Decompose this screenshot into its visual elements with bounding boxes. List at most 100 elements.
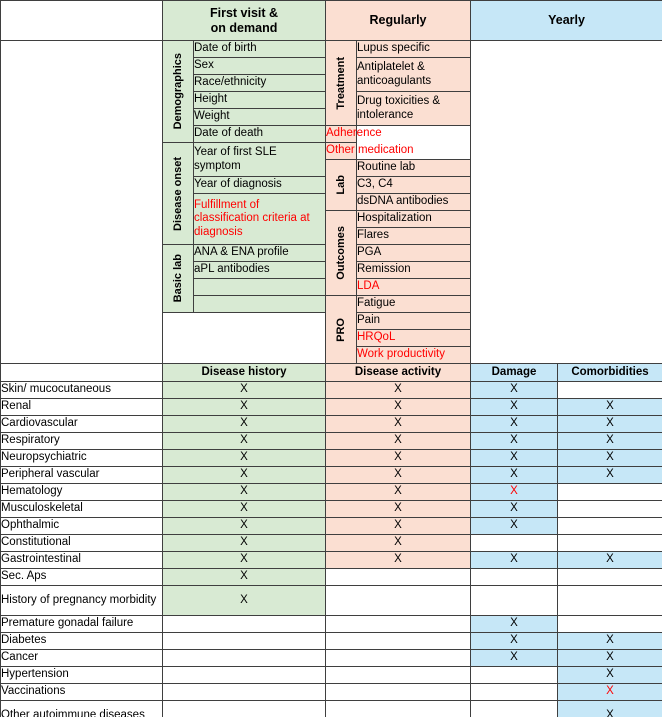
row-label: Neuropsychiatric: [0, 449, 163, 467]
matrix-cell: [557, 615, 662, 633]
item-ana-ena-profile: ANA & ENA profile: [193, 244, 326, 262]
row-label: Diabetes: [0, 632, 163, 650]
row-label: Other autoimmune diseases: [0, 700, 163, 717]
matrix-cell: [470, 568, 558, 586]
matrix-cell: X: [162, 398, 326, 416]
item-c3-c4: C3, C4: [356, 176, 471, 194]
item-height: Height: [193, 91, 326, 109]
matrix-cell: X: [325, 466, 471, 484]
matrix-cell: X: [162, 415, 326, 433]
item-sex: Sex: [193, 57, 326, 75]
header-yearly-label: Yearly: [548, 13, 585, 28]
matrix-cell: X: [470, 483, 558, 501]
matrix-cell: X: [162, 449, 326, 467]
matrix-cell: X: [162, 381, 326, 399]
matrix-cell: X: [557, 398, 662, 416]
item-weight: Weight: [193, 108, 326, 126]
item-apl-antibodies: aPL antibodies: [193, 261, 326, 279]
row-label: Ophthalmic: [0, 517, 163, 535]
matrix-cell: [470, 666, 558, 684]
left-blank-tail: [162, 312, 326, 364]
item-flares: Flares: [356, 227, 471, 245]
item-adherence: Adherence: [325, 125, 382, 143]
matrix-cell: X: [162, 432, 326, 450]
matrix-cell: [470, 585, 558, 616]
matrix-cell: X: [470, 415, 558, 433]
matrix-cell: X: [325, 381, 471, 399]
item-fatigue: Fatigue: [356, 295, 471, 313]
matrix-cell: X: [470, 615, 558, 633]
row-label: Musculoskeletal: [0, 500, 163, 518]
header-regularly-label: Regularly: [369, 13, 427, 28]
matrix-cell: [162, 683, 326, 701]
row-label: Cardiovascular: [0, 415, 163, 433]
matrix-cell: X: [470, 466, 558, 484]
matrix-cell: X: [325, 415, 471, 433]
matrix-cell: [325, 585, 471, 616]
matrix-cell: [470, 700, 558, 717]
matrix-cell: X: [470, 517, 558, 535]
matrix-header-row: Disease history Disease activity Damage …: [0, 363, 662, 382]
taxonomy-right-spacer: [470, 40, 662, 364]
matrix-cell: [557, 534, 662, 552]
matrix-cell: X: [325, 500, 471, 518]
matrix-cell: X: [325, 517, 471, 535]
matrix-cell: X: [470, 632, 558, 650]
item-race-ethnicity: Race/ethnicity: [193, 74, 326, 92]
row-label: Gastrointestinal: [0, 551, 163, 569]
taxonomy-table: Demographics Date of birth Treatment Lup…: [0, 40, 662, 364]
matrix-cell: X: [557, 449, 662, 467]
matrix-cell: X: [325, 398, 471, 416]
matrix-cell: [325, 649, 471, 667]
row-label: Hypertension: [0, 666, 163, 684]
matrix-col-disease-activity: Disease activity: [325, 363, 471, 382]
table-row: Hypertension X: [0, 666, 662, 684]
matrix-cell: X: [470, 398, 558, 416]
matrix-cell: X: [557, 415, 662, 433]
top-header-row: First visit & on demand Regularly Yearly: [0, 0, 662, 41]
item-hrqol: HRQoL: [356, 329, 471, 347]
row-label: Skin/ mucocutaneous: [0, 381, 163, 399]
row-label: Vaccinations: [0, 683, 163, 701]
matrix-cell: [557, 500, 662, 518]
matrix-cell: X: [162, 585, 326, 616]
matrix-cell: X: [470, 432, 558, 450]
matrix-cell: X: [557, 632, 662, 650]
group-label-outcomes: Outcomes: [325, 210, 357, 296]
item-lda: LDA: [356, 278, 471, 296]
header-yearly: Yearly: [470, 0, 662, 41]
matrix-cell: X: [557, 432, 662, 450]
matrix-cell: X: [470, 551, 558, 569]
matrix-cell: X: [557, 466, 662, 484]
row-label: Premature gonadal failure: [0, 615, 163, 633]
matrix-col-damage: Damage: [470, 363, 558, 382]
left-filler-a: [193, 278, 326, 296]
matrix-cell: X: [162, 568, 326, 586]
matrix-cell: X: [162, 466, 326, 484]
item-antiplatelet-anticoagulants: Antiplatelet & anticoagulants: [356, 57, 471, 92]
matrix-cell: X: [557, 666, 662, 684]
item-work-productivity: Work productivity: [356, 346, 471, 364]
matrix-cell: [557, 517, 662, 535]
item-fulfillment-classification-criteria: Fulfillment of classification criteria a…: [193, 193, 326, 245]
group-label-disease-onset: Disease onset: [162, 142, 194, 245]
matrix-cell: X: [325, 432, 471, 450]
item-other-medication: Other medication: [325, 142, 414, 160]
header-first-visit: First visit & on demand: [161, 0, 327, 41]
matrix-cell: X: [162, 517, 326, 535]
matrix-cell: [162, 632, 326, 650]
row-label: Renal: [0, 398, 163, 416]
matrix-cell: X: [557, 683, 662, 701]
left-filler-b: [193, 295, 326, 313]
row-label: Respiratory: [0, 432, 163, 450]
group-label-demographics: Demographics: [162, 40, 194, 143]
